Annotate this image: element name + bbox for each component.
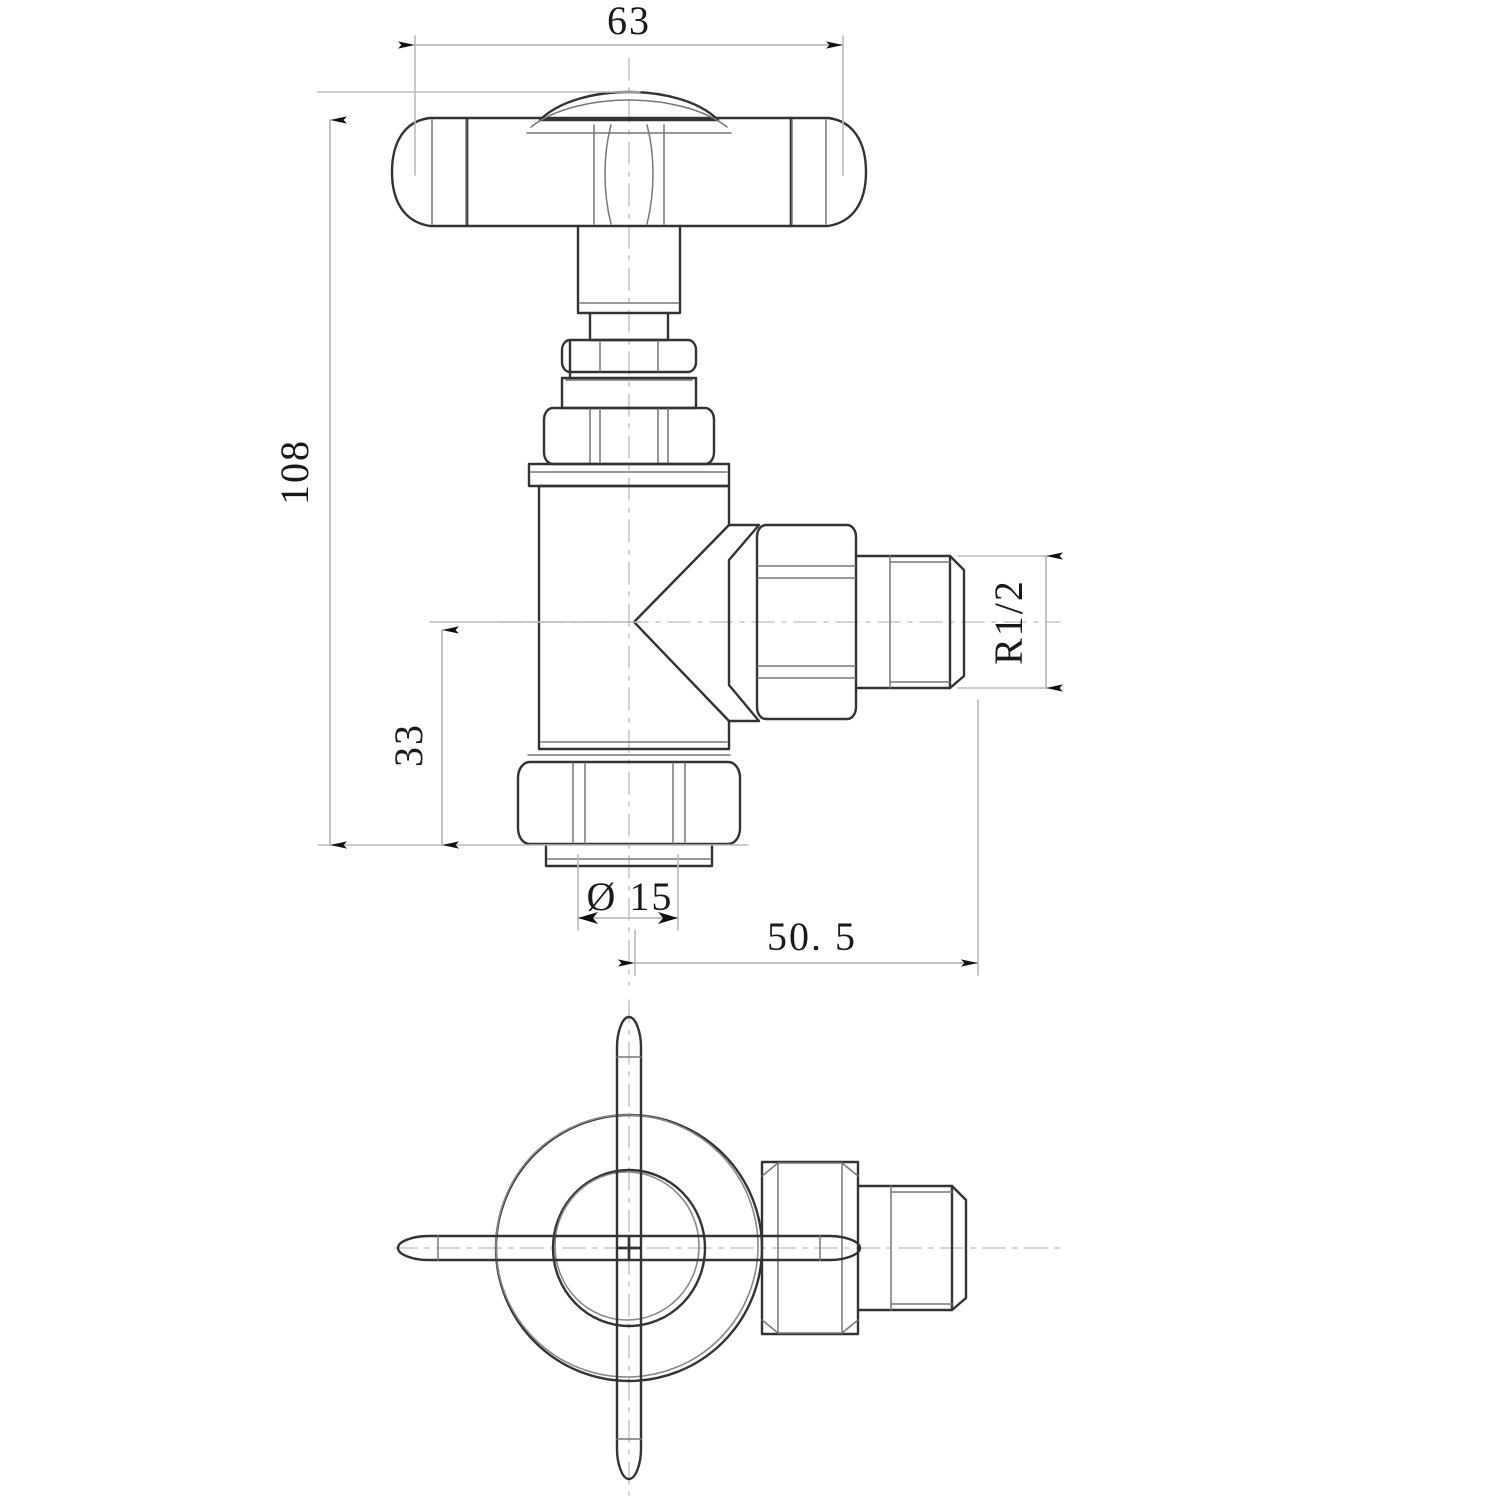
plan-union-edge-bottom <box>761 1319 859 1334</box>
handle-arm-left <box>390 116 469 228</box>
plan-male-thread-outline <box>856 1184 954 1312</box>
handle-spoke-left <box>396 1234 631 1262</box>
handle-hub <box>465 116 793 228</box>
handle-ring-outer-shadow <box>495 1114 759 1378</box>
union-hex-nut <box>755 523 858 721</box>
base-hex-nut <box>516 760 742 846</box>
dim-label-108: 108 <box>272 439 317 505</box>
dimension-overall-width: 63 <box>398 0 844 49</box>
base-hex-outline <box>516 760 742 846</box>
gland-nut <box>560 338 698 374</box>
flow-chevron <box>632 523 731 723</box>
flow-chevron-path <box>632 523 731 723</box>
cap-rim-line <box>530 99 728 128</box>
male-thread-shank <box>854 554 952 690</box>
dim-label-33: 33 <box>386 723 431 767</box>
valve-body-outline <box>537 484 761 751</box>
gland-nut-outline <box>560 338 698 374</box>
dim-label-63: 63 <box>607 0 651 43</box>
base-hex-details <box>527 754 731 844</box>
dimension-overall-height: 108 <box>272 116 347 849</box>
plan-male-thread <box>856 1184 968 1312</box>
gland-nut-details <box>565 340 693 381</box>
dimension-outlet-thread: R1/2 <box>986 552 1063 692</box>
plan-spokes <box>396 1015 862 1481</box>
dim-arrow-d15-left <box>578 912 598 924</box>
handle-ring-inner <box>551 1168 707 1328</box>
handle-ring-details <box>495 1114 759 1378</box>
dimension-annotations: 63 108 33 R1/2 Ø 15 50. 5 <box>272 0 1063 976</box>
male-thread-details <box>889 555 951 689</box>
plan-union-edge-top <box>761 1162 859 1177</box>
front-elevation-view <box>390 90 966 868</box>
dimension-outlet-projection: 50. 5 <box>618 914 979 967</box>
dimension-tail-diameter: Ø 15 <box>577 874 679 924</box>
dim-arrow-d15-right <box>658 912 678 924</box>
tail-spigot-outline <box>544 842 714 868</box>
dim-label-505: 50. 5 <box>767 914 857 959</box>
male-thread-end <box>854 554 966 690</box>
hub-flute-right <box>646 124 654 225</box>
stem-upper-collar <box>576 224 682 315</box>
handle-arm-right <box>789 116 868 228</box>
bonnet-hex-details <box>589 408 669 464</box>
plan-male-thread-details <box>890 1185 953 1311</box>
dimension-centre-height: 33 <box>386 626 459 849</box>
valve-body <box>537 484 761 751</box>
handle-ring-inner-shadow <box>554 1171 700 1321</box>
plan-union-hex <box>760 1160 860 1336</box>
plan-union-hex-details <box>761 1162 859 1334</box>
plan-spoke-details <box>437 1056 821 1440</box>
plan-view <box>396 1015 968 1481</box>
handle-spoke-up <box>615 1015 643 1250</box>
cross-handle-details <box>431 99 827 225</box>
centrelines <box>394 57 1066 1496</box>
union-hex-details <box>757 565 856 679</box>
hub-flute-left <box>604 124 612 225</box>
handle-spoke-down <box>615 1246 643 1481</box>
dim-label-r12: R1/2 <box>986 579 1031 665</box>
tail-spigot <box>544 842 714 868</box>
extension-lines <box>317 35 1059 976</box>
handle-spoke-right <box>627 1234 862 1262</box>
union-hex-outline <box>755 523 858 721</box>
male-thread-chamfer <box>948 554 966 690</box>
plan-male-thread-chamfer <box>950 1184 968 1312</box>
plan-union-hex-outline <box>760 1160 860 1336</box>
dim-label-d15: Ø 15 <box>587 874 674 919</box>
